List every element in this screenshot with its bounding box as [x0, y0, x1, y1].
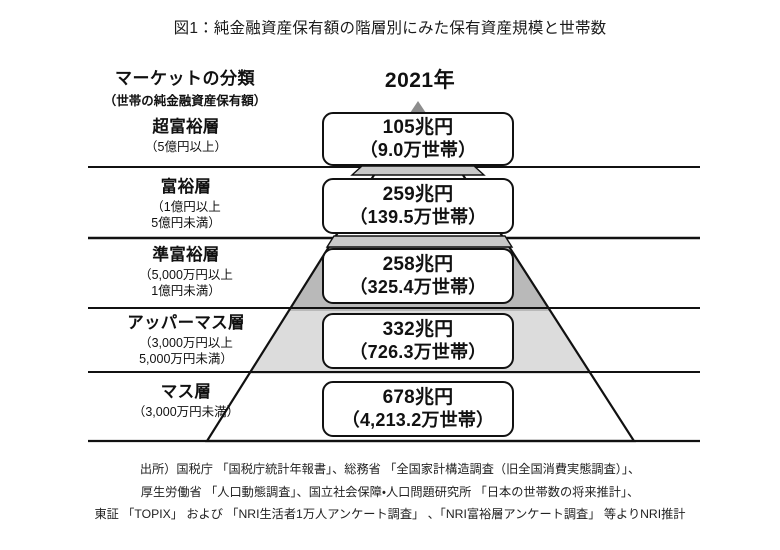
pyramid-connector-2: [325, 235, 514, 248]
tier-name: マス層: [160, 383, 212, 401]
year-header: 2021年: [384, 69, 456, 92]
tier-label-cho-fuyuso: 超富裕層 （5億円以上）: [62, 118, 310, 155]
value-households: （139.5万世帯）: [349, 206, 487, 227]
tier-range: （5,000万円以上 1億円未満）: [62, 267, 310, 299]
value-households: （9.0万世帯）: [359, 139, 477, 160]
tier-range-line: （5億円以上）: [145, 139, 227, 154]
value-amount: 332兆円: [382, 319, 454, 341]
tier-label-fuyuso: 富裕層 （1億円以上 5億円未満）: [62, 178, 310, 231]
source-line: 東証 「TOPIX」 および 「NRI生活者1万人アンケート調査」 、「NRI富…: [94, 507, 686, 522]
tier-label-jun-fuyuso: 準富裕層 （5,000万円以上 1億円未満）: [62, 246, 310, 299]
value-amount: 105兆円: [382, 117, 454, 139]
tier-label-upper-mass: アッパーマス層 （3,000万円以上 5,000万円未満）: [62, 314, 310, 367]
tier-range: （3,000万円以上 5,000万円未満）: [62, 335, 310, 367]
pyramid-apex-cap: [410, 101, 426, 113]
source-line: 出所）国税庁 「国税庁統計年報書」、総務省 「全国家計構造調査（旧全国消費実態調…: [139, 462, 641, 476]
tier-range-line: 5,000万円未満）: [139, 351, 233, 366]
tier-range-line: （5,000万円以上: [139, 267, 233, 282]
value-households: （4,213.2万世帯）: [341, 409, 495, 430]
tier-name: アッパーマス層: [127, 314, 245, 332]
value-households: （325.4万世帯）: [349, 276, 487, 297]
tier-label-mass: マス層 （3,000万円未満）: [62, 383, 310, 420]
value-amount: 258兆円: [382, 254, 454, 276]
source-line: 厚生労働省 「人口動態調査」、国立社会保障・人口問題研究所 「日本の世帯数の将来…: [140, 484, 640, 499]
market-classification-header-main: マーケットの分類: [115, 69, 255, 88]
tier-range-line: （3,000万円未満）: [132, 404, 240, 419]
tier-range: （5億円以上）: [62, 139, 310, 155]
value-amount: 678兆円: [382, 387, 454, 409]
tier-range-line: （3,000万円以上: [139, 335, 233, 350]
value-box-jun-fuyuso[interactable]: 258兆円 （325.4万世帯）: [322, 248, 514, 304]
market-classification-header-sub: （世帯の純金融資産保有額）: [103, 94, 267, 108]
pyramid-connector-1: [350, 165, 486, 176]
tier-range-line: （1億円以上: [151, 199, 221, 214]
tier-range: （3,000万円未満）: [62, 404, 310, 420]
value-amount: 259兆円: [382, 184, 454, 206]
tier-name: 富裕層: [160, 178, 212, 196]
value-box-mass[interactable]: 678兆円 （4,213.2万世帯）: [322, 381, 514, 437]
tier-range: （1億円以上 5億円未満）: [62, 199, 310, 231]
value-households: （726.3万世帯）: [349, 341, 487, 362]
value-box-cho-fuyuso[interactable]: 105兆円 （9.0万世帯）: [322, 112, 514, 166]
market-classification-header: マーケットの分類 （世帯の純金融資産保有額）: [60, 64, 310, 109]
tier-range-line: 1億円未満）: [151, 283, 221, 298]
source-note: 出所）国税庁 「国税庁統計年報書」、総務省 「全国家計構造調査（旧全国消費実態調…: [0, 458, 780, 526]
tier-name: 準富裕層: [152, 246, 220, 264]
tier-name: 超富裕層: [152, 118, 220, 136]
tier-range-line: 5億円未満）: [151, 215, 221, 230]
value-box-fuyuso[interactable]: 259兆円 （139.5万世帯）: [322, 178, 514, 234]
page-title: 図1：純金融資産保有額の階層別にみた保有資産規模と世帯数: [173, 20, 607, 37]
value-box-upper-mass[interactable]: 332兆円 （726.3万世帯）: [322, 313, 514, 369]
